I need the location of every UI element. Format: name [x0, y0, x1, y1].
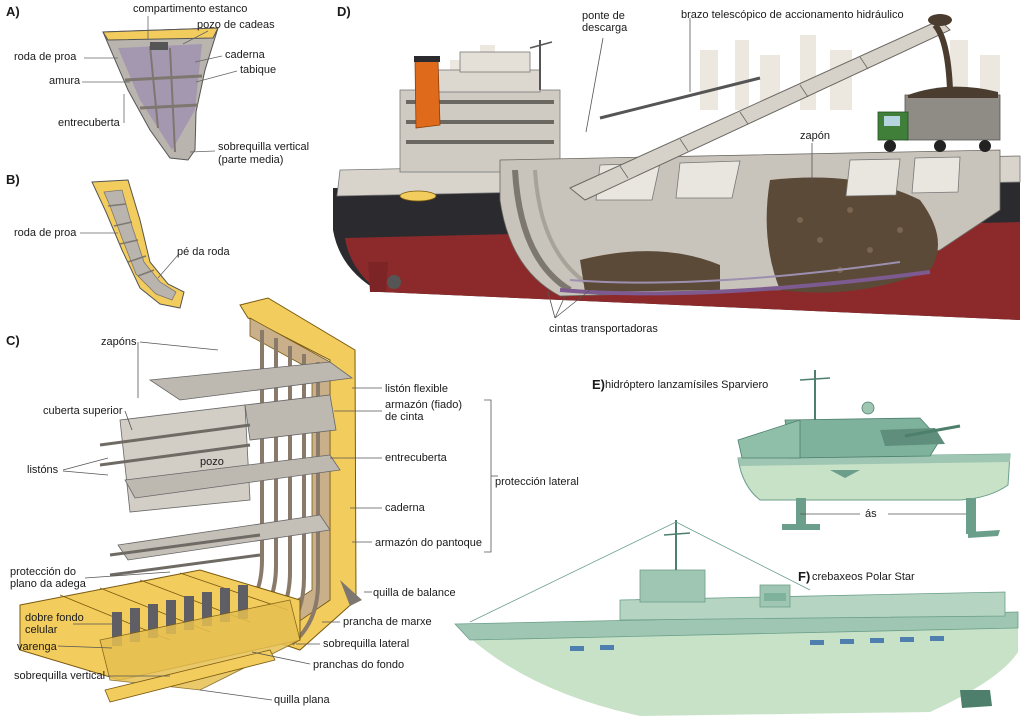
- section-d-tag: D): [337, 4, 351, 19]
- bulk-carrier-leader-lines: [547, 18, 813, 319]
- label-armazon-do-pantoque: armazón do pantoque: [375, 537, 483, 549]
- label-zapon: zapón: [800, 130, 830, 142]
- section-c-tag: C): [6, 333, 20, 348]
- label-crebaxeos-polar-star: crebaxeos Polar Star: [812, 571, 915, 583]
- label-pranchas-do-fondo: pranchas do fondo: [313, 659, 405, 671]
- midship-leader-lines: [57, 341, 498, 701]
- label-proteccion-do: protección do: [10, 566, 77, 578]
- label-entrecuberta-c: entrecuberta: [385, 452, 447, 464]
- label-pozo-de-cadeas: pozo de cadeas: [197, 19, 275, 31]
- label-liston-flexible: listón flexible: [385, 383, 448, 395]
- label-proteccion-lateral: protección lateral: [495, 476, 579, 488]
- icebreaker-illustration: [454, 520, 1019, 716]
- label-quilla-plana: quilla plana: [274, 694, 330, 706]
- label-brazo-telescopico: brazo telescópico de accionamento hidráu…: [681, 9, 904, 21]
- label-parte-media: (parte media): [218, 154, 284, 166]
- label-as: ás: [865, 508, 877, 520]
- label-sobrequilla-vertical-c: sobrequilla vertical: [14, 670, 106, 682]
- label-pozo: pozo: [200, 456, 224, 468]
- label-roda-de-proa-b: roda de proa: [14, 227, 77, 239]
- label-sobrequilla-lateral: sobrequilla lateral: [323, 638, 410, 650]
- section-b-tag: B): [6, 172, 20, 187]
- label-amura: amura: [49, 75, 81, 87]
- label-ponte-de: ponte de: [582, 10, 625, 22]
- bow-section-illustration: [102, 27, 219, 161]
- label-prancha-de-marxe: prancha de marxe: [343, 616, 432, 628]
- bulk-carrier-illustration: [333, 14, 1021, 320]
- stem-leader-lines: [80, 232, 179, 279]
- label-sobrequilla-vertical-a: sobrequilla vertical: [218, 141, 310, 153]
- label-plano-da-adega: plano da adega: [10, 578, 86, 590]
- bow-section-leader-lines: [82, 16, 238, 153]
- label-celular: celular: [25, 624, 58, 636]
- stem-illustration: [91, 179, 185, 309]
- label-cuberta-superior: cuberta superior: [43, 405, 123, 417]
- hydrofoil-illustration: [737, 370, 1011, 538]
- label-cintas-transportadoras: cintas transportadoras: [549, 323, 658, 335]
- label-de-cinta: de cinta: [385, 411, 424, 423]
- label-hidroptero-sparviero: hidróptero lanzamísiles Sparviero: [605, 379, 769, 391]
- label-tabique: tabique: [240, 64, 277, 76]
- label-zapons: zapóns: [101, 336, 137, 348]
- section-e-tag: E): [592, 377, 605, 392]
- label-dobre-fondo: dobre fondo: [25, 612, 84, 624]
- section-f-tag: F): [798, 569, 811, 584]
- label-listons: listóns: [27, 464, 59, 476]
- midship-structure-illustration: [19, 297, 362, 703]
- label-armazon-fiado: armazón (fiado): [385, 399, 463, 411]
- label-caderna-c: caderna: [385, 502, 425, 514]
- label-descarga: descarga: [582, 22, 628, 34]
- section-a-tag: A): [6, 4, 20, 19]
- label-pe-da-roda: pé da roda: [177, 246, 230, 258]
- label-roda-de-proa-a: roda de proa: [14, 51, 77, 63]
- label-quilla-de-balance: quilla de balance: [373, 587, 456, 599]
- label-caderna-a: caderna: [225, 49, 265, 61]
- label-varenga: varenga: [17, 641, 57, 653]
- label-entrecuberta-a: entrecuberta: [58, 117, 120, 129]
- label-compartimento-estanco: compartimento estanco: [133, 3, 248, 15]
